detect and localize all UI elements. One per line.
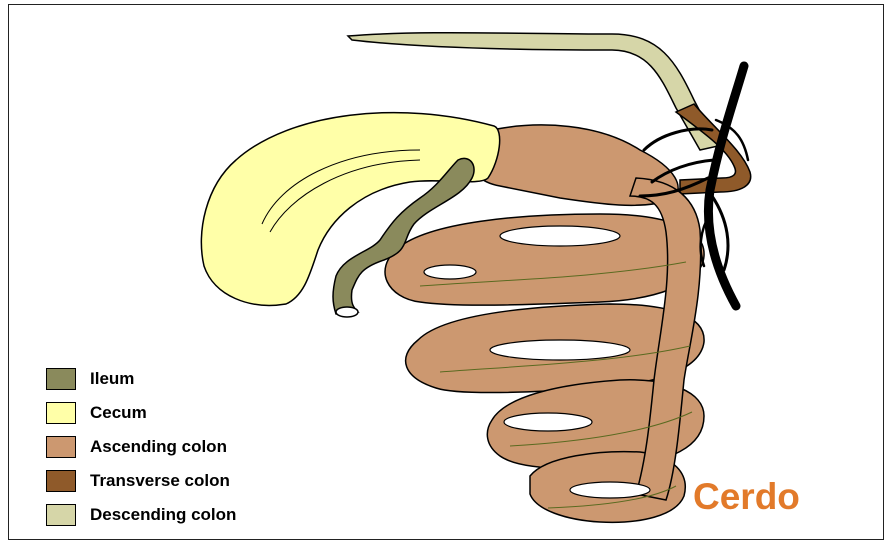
ascending-colon	[385, 125, 704, 522]
legend-swatch-transverse-colon	[46, 470, 76, 492]
legend: Ileum Cecum Ascending colon Transverse c…	[46, 362, 236, 532]
legend-label-cecum: Cecum	[90, 403, 147, 423]
legend-label-descending-colon: Descending colon	[90, 505, 236, 525]
legend-label-transverse-colon: Transverse colon	[90, 471, 230, 491]
legend-swatch-ascending-colon	[46, 436, 76, 458]
species-label: Cerdo	[693, 476, 800, 518]
legend-item-descending-colon: Descending colon	[46, 498, 236, 532]
legend-swatch-ileum	[46, 368, 76, 390]
legend-label-ileum: Ileum	[90, 369, 134, 389]
legend-label-ascending-colon: Ascending colon	[90, 437, 227, 457]
legend-swatch-cecum	[46, 402, 76, 424]
legend-item-ascending-colon: Ascending colon	[46, 430, 236, 464]
legend-swatch-descending-colon	[46, 504, 76, 526]
ileum-opening	[336, 307, 358, 317]
legend-item-ileum: Ileum	[46, 362, 236, 396]
legend-item-cecum: Cecum	[46, 396, 236, 430]
legend-item-transverse-colon: Transverse colon	[46, 464, 236, 498]
